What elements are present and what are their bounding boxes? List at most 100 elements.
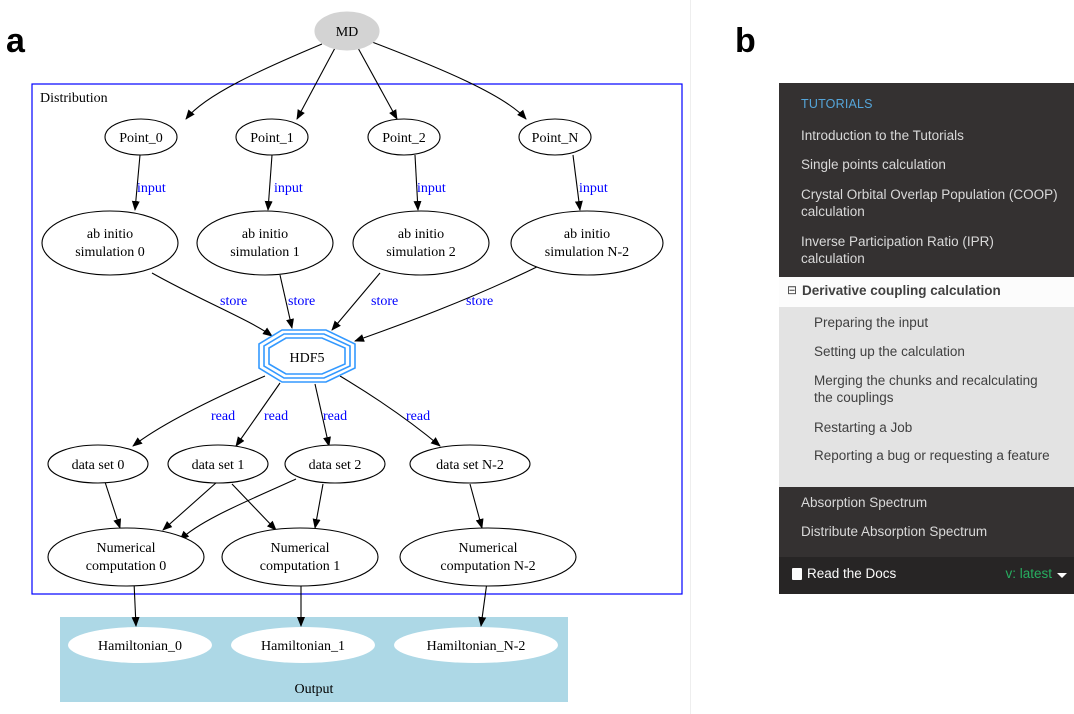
node-point-0 (104, 118, 178, 156)
node-dataset-label: data set 0 (72, 458, 125, 473)
node-simulation-line1: ab initio (242, 227, 288, 242)
panel-divider (690, 0, 691, 714)
edge-label-read: read (323, 409, 347, 424)
edge-input-0 (131, 154, 141, 211)
node-dataset-1 (167, 444, 269, 484)
node-simulation-0 (41, 210, 179, 276)
edge-label-read: read (264, 409, 288, 424)
sidebar-subitem-reporting-bug[interactable]: Reporting a bug or requesting a feature (814, 448, 1050, 463)
sidebar-subitem-setting-up[interactable]: Setting up the calculation (814, 344, 965, 359)
node-simulation-line2: simulation 2 (386, 245, 456, 260)
node-point-N (518, 118, 592, 156)
distribution-cluster (31, 83, 683, 595)
edge-label-input: input (274, 181, 303, 196)
distribution-cluster-label: Distribution (40, 91, 108, 106)
edge-read-2 (314, 383, 331, 447)
node-md (314, 11, 380, 51)
edge-label-store: store (288, 294, 315, 309)
edge-ds2-comp0 (179, 478, 297, 541)
node-computation-line2: computation 1 (260, 559, 341, 574)
edge-ds2-comp1 (312, 483, 324, 529)
sidebar-item-single-points[interactable]: Single points calculation (801, 157, 946, 172)
node-simulation-line1: ab initio (398, 227, 444, 242)
node-point-label: Point_0 (119, 131, 163, 146)
sidebar-item-derivative-coupling[interactable]: ⊟ Derivative coupling calculation (779, 277, 1074, 307)
sidebar-subitem-preparing-input[interactable]: Preparing the input (814, 315, 929, 330)
node-computation-line1: Numerical (96, 541, 155, 556)
node-computation-1 (221, 527, 379, 587)
edge-read-1 (235, 382, 281, 447)
panel-label-a: a (6, 22, 25, 60)
node-dataset-2 (284, 444, 386, 484)
sidebar-item-introduction[interactable]: Introduction to the Tutorials (801, 128, 964, 143)
edge-label-store: store (371, 294, 398, 309)
version-selector[interactable]: v: latest (1005, 566, 1052, 581)
node-computation-line2: computation N-2 (440, 559, 535, 574)
node-hamiltonian-N (394, 627, 558, 663)
edge-label-read: read (406, 409, 430, 424)
edge-label-store: store (466, 294, 493, 309)
node-hamiltonian-1 (231, 627, 375, 663)
edge-label-input: input (579, 181, 608, 196)
node-simulation-line1: ab initio (564, 227, 610, 242)
sidebar-item-distribute-absorption[interactable]: Distribute Absorption Spectrum (801, 524, 988, 539)
edge-store-0 (151, 272, 273, 337)
edge-store-N (354, 262, 546, 342)
node-point-label: Point_N (532, 131, 579, 146)
docs-sidebar: TUTORIALS Introduction to the Tutorials … (779, 83, 1074, 594)
sidebar-subitem-restarting-job[interactable]: Restarting a Job (814, 420, 913, 435)
node-point-label: Point_1 (250, 131, 294, 146)
edge-md-pointN (371, 41, 527, 120)
node-dataset-label: data set 2 (309, 458, 362, 473)
sidebar-footer: Read the Docs v: latest (779, 557, 1074, 594)
node-simulation-2 (352, 210, 490, 276)
node-computation-line1: Numerical (458, 541, 517, 556)
node-computation-0 (47, 527, 205, 587)
edge-dsN-compN (469, 483, 484, 529)
node-hdf5 (258, 329, 356, 383)
sidebar-item-coop[interactable]: Crystal Orbital Overlap Population (COOP… (801, 187, 1058, 219)
edge-label-read: read (211, 409, 235, 424)
edge-label-store: store (220, 294, 247, 309)
edge-ds0-comp0 (104, 481, 122, 529)
workflow-diagram: Distribution Output inpu (31, 11, 683, 702)
node-dataset-label: data set 1 (192, 458, 245, 473)
node-hamiltonian-0 (68, 627, 212, 663)
edge-ds1-comp1 (231, 483, 277, 531)
edges (104, 41, 583, 627)
edge-ds1-comp0 (162, 481, 218, 531)
book-icon (792, 568, 802, 580)
edge-comp0-ham0 (131, 581, 140, 627)
edge-compN-hamN (478, 581, 488, 627)
edge-input-2 (413, 154, 422, 211)
edge-store-1 (279, 274, 294, 329)
edge-input-N (572, 154, 583, 211)
node-simulation-1 (196, 210, 334, 276)
node-hamiltonian-label: Hamiltonian_N-2 (427, 639, 526, 654)
node-hamiltonian-label: Hamiltonian_1 (261, 639, 345, 654)
edge-label-input: input (137, 181, 166, 196)
output-cluster-label: Output (295, 682, 334, 697)
edge-md-point2 (357, 47, 398, 120)
edge-label-input: input (417, 181, 446, 196)
edge-input-1 (264, 154, 273, 211)
sidebar-subitem-merging-chunks[interactable]: Merging the chunks and recalculating the… (814, 373, 1038, 405)
caret-down-icon[interactable] (1057, 573, 1067, 578)
sidebar-caption: TUTORIALS (801, 97, 873, 111)
sidebar-item-ipr[interactable]: Inverse Participation Ratio (IPR) calcul… (801, 234, 994, 266)
node-simulation-line2: simulation 0 (75, 245, 145, 260)
edge-md-point0 (185, 43, 323, 120)
collapse-toggle-icon[interactable]: ⊟ (787, 283, 798, 297)
node-point-2 (367, 118, 441, 156)
node-computation-N (399, 527, 577, 587)
node-computation-line2: computation 0 (86, 559, 167, 574)
node-point-label: Point_2 (382, 131, 426, 146)
edge-labels: input input input input store store stor… (137, 181, 608, 424)
node-hdf5-label: HDF5 (289, 351, 324, 366)
read-the-docs-link[interactable]: Read the Docs (807, 566, 897, 581)
node-dataset-0 (47, 444, 149, 484)
sidebar-item-absorption-spectrum[interactable]: Absorption Spectrum (801, 495, 928, 510)
panel-label-b: b (735, 22, 756, 60)
node-hamiltonian-label: Hamiltonian_0 (98, 639, 182, 654)
node-simulation-N (510, 210, 664, 276)
